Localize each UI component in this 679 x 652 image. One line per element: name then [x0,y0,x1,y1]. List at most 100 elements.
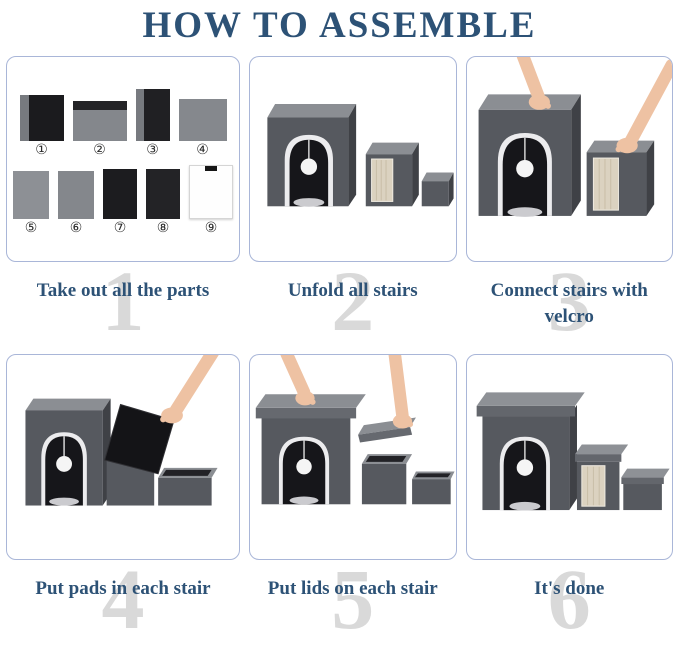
step-1-panel: ① ② ③ ④ ⑤ ⑥ ⑦ ⑧ ⑨ [6,56,240,262]
steps-grid: ① ② ③ ④ ⑤ ⑥ ⑦ ⑧ ⑨ 1 Take out all the par… [0,56,679,640]
part-6-number: ⑥ [69,220,83,236]
hand-icon [388,355,414,429]
step-5: 5 Put lids on each stair [249,354,457,640]
part-6: ⑥ [58,171,94,235]
part-6-shape [58,171,94,219]
part-9: ⑨ [189,165,233,235]
lid [574,454,621,462]
scratch-pad [592,157,619,211]
finished-pet-stairs-illustration [476,392,670,511]
step-2-number: 2 [331,262,375,349]
hand-icon [615,59,672,154]
part-9-number: ⑨ [204,220,218,236]
step-5-caption-area: 5 Put lids on each stair [249,560,457,640]
step-5-number: 5 [331,560,375,640]
part-4-number: ④ [196,142,209,158]
scratch-pad [371,158,394,202]
hand-icon [160,355,219,424]
hands-connecting-stairs-illustration [478,57,672,217]
hanging-ball-icon [516,459,533,476]
hand-inserting-pad-illustration [25,355,219,506]
low-stair-box [421,172,454,207]
part-5: ⑤ [13,171,49,235]
part-4: ④ [178,99,227,158]
hanging-ball-icon [296,458,312,475]
parts-layout: ① ② ③ ④ ⑤ ⑥ ⑦ ⑧ ⑨ [7,57,239,261]
lid [476,405,575,417]
lid [255,407,357,419]
part-5-number: ⑤ [24,220,38,236]
step-1-caption: Take out all the parts [36,280,210,301]
parts-row-bottom: ⑤ ⑥ ⑦ ⑧ ⑨ [13,165,233,235]
step-2-panel [249,56,457,262]
house-box [476,392,585,511]
step-6-caption: It's done [534,578,605,599]
part-2: ② [72,101,127,158]
hanging-ball-icon [300,158,318,175]
house-box [267,104,357,207]
page-title: HOW TO ASSEMBLE [142,5,537,46]
step-3-panel [465,56,673,262]
house-box [25,398,111,506]
hand-icon [280,355,316,406]
lid [620,477,664,485]
step-1-caption-area: 1 Take out all the parts [6,262,240,354]
step-3-number: 3 [547,262,591,349]
hanging-ball-icon [56,456,72,472]
parts-row-top: ① ② ③ ④ [13,89,233,157]
middle-stair-box [365,142,419,207]
part-8-shape [146,169,180,219]
step-6-caption-area: 6 It's done [466,560,674,640]
step-6-panel [465,354,673,560]
house-box [255,394,366,505]
step-5-caption: Put lids on each stair [267,578,438,599]
part-7-number: ⑦ [113,220,127,236]
part-1-number: ① [35,142,48,158]
part-7-shape [103,169,137,219]
part-8: ⑧ [146,169,180,235]
step-6: 6 It's done [465,354,674,640]
low-stair-box [620,468,670,511]
step-2-caption-area: 2 Unfold all stairs [249,262,457,354]
part-2-shape [72,101,127,141]
step-1: ① ② ③ ④ ⑤ ⑥ ⑦ ⑧ ⑨ 1 Take out all the par… [6,56,240,354]
step-4-panel [6,354,240,560]
step-3-caption: Connect stairs with velcro [490,280,648,327]
step-4-caption: Put pads in each stair [35,578,211,599]
stair-box [586,140,654,216]
part-3-number: ③ [146,142,159,158]
hands-placing-lids-illustration [255,355,455,505]
part-3: ③ [135,89,170,158]
part-1-shape [19,95,64,141]
step-4-number: 4 [101,560,145,640]
step-1-number: 1 [101,262,145,349]
foam-pad [104,403,175,475]
part-5-shape [13,171,49,219]
low-stair-box [158,467,218,506]
part-7: ⑦ [103,169,137,235]
step-6-number: 6 [547,560,591,640]
part-9-shape [189,165,233,219]
low-stair-box [412,471,455,505]
cushion [49,497,79,506]
part-2-number: ② [93,142,106,158]
step-2: 2 Unfold all stairs [249,56,457,354]
cushion [508,501,540,511]
middle-stair-box [361,454,413,505]
cushion [507,207,542,217]
step-4: 4 Put pads in each stair [6,354,240,640]
step-2-caption: Unfold all stairs [287,280,418,301]
step-3-caption-area: 3 Connect stairs with velcro [466,262,674,354]
part-8-number: ⑧ [156,220,170,236]
hand-icon [516,57,551,110]
part-1: ① [19,95,64,158]
three-unfolded-stairs-illustration [267,104,454,207]
middle-stair-box [574,444,628,511]
step-4-caption-area: 4 Put pads in each stair [6,560,240,640]
house-box [478,94,581,217]
part-3-shape [135,89,170,141]
cushion [289,496,319,505]
step-5-panel [249,354,457,560]
cushion [293,198,325,207]
step-3: 3 Connect stairs with velcro [465,56,674,354]
